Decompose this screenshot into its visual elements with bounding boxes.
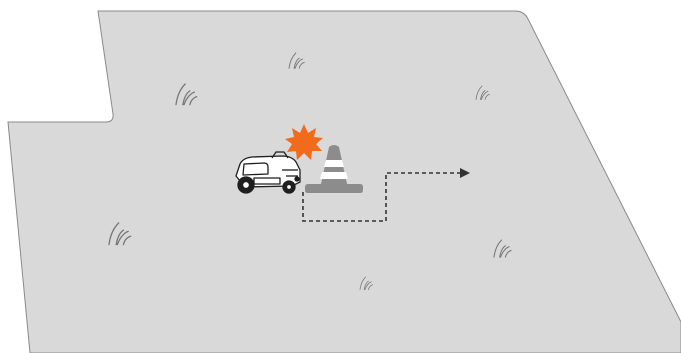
robotic-mower-icon	[236, 152, 300, 193]
